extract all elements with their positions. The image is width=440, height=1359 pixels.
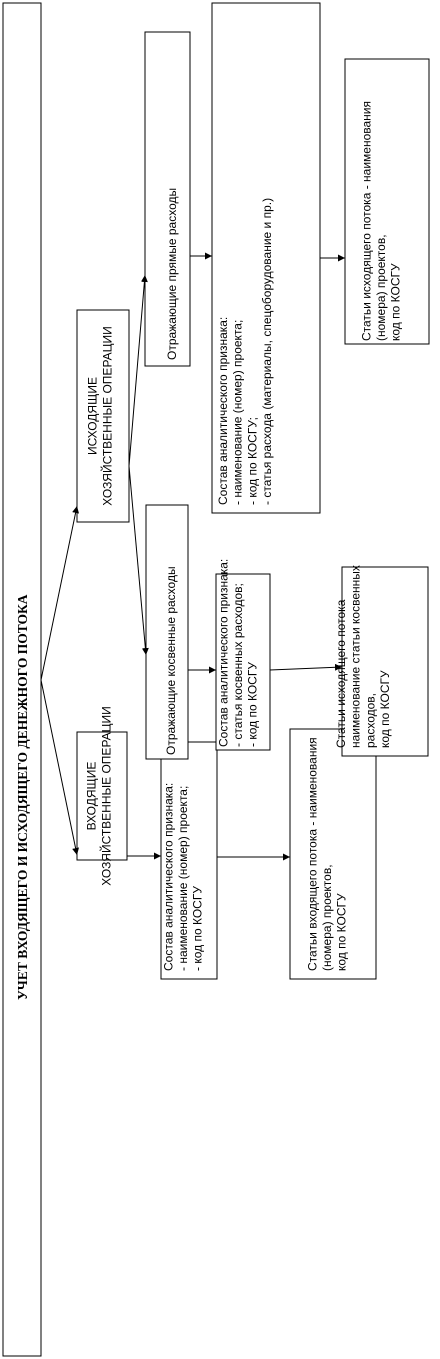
incoming-analytics-label: Состав аналитического признака:- наимено… [162, 783, 205, 971]
label-line: Отражающие прямые расходы [165, 188, 179, 360]
label-line: Отражающие косвенные расходы [164, 566, 178, 755]
arrow-outgoing-to-indirect [128, 465, 149, 656]
arrow-analytics-to-indirect-items [269, 663, 343, 671]
label-line: Статьи исходящего потока - наименования [360, 101, 374, 341]
indirect-box [145, 504, 189, 760]
label-line: - код по КОСГУ [246, 662, 260, 747]
label-line: - статья расхода (материалы, спецоборудо… [260, 198, 274, 505]
direct-items-box [344, 58, 430, 345]
label-line: расходов, [363, 693, 377, 748]
arrow-title-to-incoming [40, 679, 80, 856]
outgoing-ops-label: ИСХОДЯЩИЕХОЗЯЙСТВЕННЫЕ ОПЕРАЦИИ [86, 326, 115, 506]
diagram-title: УЧЕТ ВХОДЯЩЕГО И ИСХОДЯЩЕГО ДЕНЕЖНОГО ПО… [15, 594, 30, 1000]
label-line: Состав аналитического признака: [217, 559, 231, 747]
label-line: - код по КОСГУ; [245, 417, 259, 505]
indirect-label: Отражающие косвенные расходы [164, 566, 178, 755]
label-line: ВХОДЯЩИЕ [85, 762, 99, 831]
outgoing-ops-box [76, 309, 130, 523]
arrow-title-to-outgoing [40, 505, 80, 681]
indirect-analytics-box [215, 573, 271, 751]
label-line: ХОЗЯЙСТВЕННЫЕ ОПЕРАЦИИ [98, 706, 113, 886]
label-line: (номера) проектов, [374, 234, 388, 341]
direct-analytics-box [211, 2, 321, 514]
label-line: ИСХОДЯЩИЕ [86, 377, 100, 455]
label-line: (номера) проектов, [320, 864, 334, 971]
direct-label: Отражающие прямые расходы [165, 188, 179, 360]
label-line: Состав аналитического признака: [162, 783, 176, 971]
label-line: Статьи исходящего потока - [334, 592, 348, 748]
label-line: - статья косвенных расходов; [231, 583, 245, 747]
label-line: Статьи входящего потока - наименования [306, 737, 320, 971]
label-line: - наименование (номер) проекта; [176, 786, 190, 971]
indirect-items-box [341, 566, 429, 757]
incoming-ops-box [76, 731, 128, 861]
incoming-items-label: Статьи входящего потока - наименования(н… [306, 737, 349, 971]
label-line: код по КОСГУ [335, 893, 349, 971]
label-line: - наименование (номер) проекта; [231, 320, 245, 505]
label-line: ХОЗЯЙСТВЕННЫЕ ОПЕРАЦИИ [99, 326, 114, 506]
incoming-ops-label: ВХОДЯЩИЕХОЗЯЙСТВЕННЫЕ ОПЕРАЦИИ [85, 706, 114, 886]
incoming-analytics-box [160, 741, 218, 980]
label-line: Состав аналитического признака: [216, 317, 230, 505]
indirect-analytics-label: Состав аналитического признака:- статья … [217, 559, 260, 747]
title-box [2, 2, 42, 1357]
arrow-outgoing-to-direct [128, 274, 148, 467]
incoming-items-box [289, 728, 377, 980]
label-line: наименование статьи косвенных [349, 565, 363, 748]
label-line: код по КОСГУ [389, 263, 403, 341]
label-line: - код по КОСГУ [191, 886, 205, 971]
direct-analytics-label: Состав аналитического признака:- наимено… [216, 198, 274, 505]
direct-box [144, 31, 191, 367]
direct-items-label: Статьи исходящего потока - наименования(… [360, 101, 403, 341]
label-line: код по КОСГУ [378, 670, 392, 748]
indirect-items-label: Статьи исходящего потока -наименование с… [334, 565, 392, 748]
